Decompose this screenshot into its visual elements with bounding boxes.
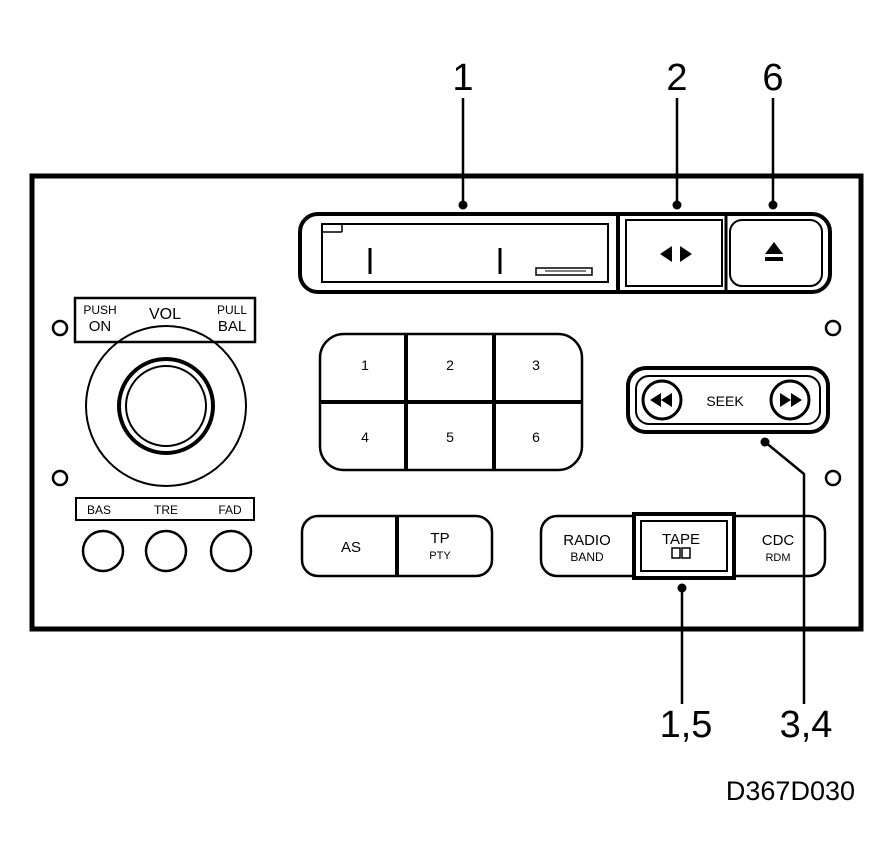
as-button[interactable]: AS xyxy=(304,518,395,574)
treble-knob[interactable] xyxy=(144,529,188,573)
rdm-label: RDM xyxy=(765,552,790,564)
callout-dot xyxy=(768,200,778,210)
preset-label: 4 xyxy=(361,429,369,445)
tre-label: TRE xyxy=(154,503,178,517)
preset-label: 5 xyxy=(446,429,454,445)
seek-back-button[interactable] xyxy=(641,379,683,421)
seek-control: SEEK xyxy=(626,366,830,434)
seek-label: SEEK xyxy=(706,393,744,409)
preset-button-4[interactable]: 4 xyxy=(322,404,404,468)
fast-forward-icon xyxy=(780,393,802,407)
tone-label-box xyxy=(75,497,255,521)
push-label: PUSH xyxy=(83,303,116,317)
direction-button[interactable] xyxy=(625,219,723,287)
dolby-icon xyxy=(671,547,691,559)
preset-button-1[interactable]: 1 xyxy=(322,336,404,400)
cdc-button[interactable]: CDC RDM xyxy=(736,518,823,574)
preset-button-2[interactable]: 2 xyxy=(408,336,492,400)
rewind-icon xyxy=(650,393,672,407)
preset-label: 6 xyxy=(532,429,540,445)
callout-1: 1 xyxy=(452,57,473,99)
figure-code: D367D030 xyxy=(726,776,855,806)
pull-label: PULL xyxy=(217,303,247,317)
preset-button-6[interactable]: 6 xyxy=(496,404,580,468)
preset-button-3[interactable]: 3 xyxy=(496,336,580,400)
tape-label: TAPE xyxy=(662,531,700,548)
on-label: ON xyxy=(89,318,112,335)
eject-icon xyxy=(765,242,783,261)
direction-arrows-icon xyxy=(660,246,692,262)
tape-button[interactable]: TAPE xyxy=(632,512,736,580)
eject-button[interactable] xyxy=(729,219,823,287)
callout-1-5: 1,5 xyxy=(660,704,713,746)
faceplate xyxy=(29,173,864,632)
screw-icon xyxy=(51,319,69,337)
seek-forward-button[interactable] xyxy=(769,379,811,421)
source-group: RADIO BAND TAPE CDC RDM xyxy=(539,512,827,580)
radio-button[interactable]: RADIO BAND xyxy=(543,518,632,574)
cassette-unit xyxy=(298,212,832,294)
bas-label: BAS xyxy=(87,503,111,517)
as-tp-group: AS TP PTY xyxy=(300,514,494,578)
preset-button-5[interactable]: 5 xyxy=(408,404,492,468)
radio-label: RADIO xyxy=(563,532,611,549)
volume-label-box xyxy=(73,296,257,344)
cdc-label: CDC xyxy=(762,532,795,549)
tp-button[interactable]: TP PTY xyxy=(399,518,490,574)
bass-knob[interactable] xyxy=(81,529,125,573)
pty-label: PTY xyxy=(429,550,451,562)
callout-6: 6 xyxy=(762,57,783,99)
volume-knob[interactable] xyxy=(117,357,215,455)
vol-label: VOL xyxy=(149,306,181,323)
as-label: AS xyxy=(341,539,361,556)
volume-ring xyxy=(85,325,247,487)
bal-label: BAL xyxy=(218,318,246,335)
preset-label: 2 xyxy=(446,357,454,373)
fader-knob[interactable] xyxy=(209,529,253,573)
screw-icon xyxy=(51,469,69,487)
callout-dot xyxy=(672,200,682,210)
callout-3-4: 3,4 xyxy=(780,704,833,746)
preset-panel: 1 2 3 4 5 6 xyxy=(318,332,584,472)
cassette-slot[interactable] xyxy=(321,223,609,283)
screw-icon xyxy=(824,319,842,337)
fad-label: FAD xyxy=(218,503,242,517)
band-label: BAND xyxy=(570,550,604,564)
tone-section: BAS TRE FAD xyxy=(75,497,255,573)
screw-icon xyxy=(824,469,842,487)
volume-section: PUSH ON VOL PULL BAL xyxy=(73,296,257,487)
tp-label: TP xyxy=(430,530,449,547)
callout-dot xyxy=(458,200,468,210)
callout-2: 2 xyxy=(666,57,687,99)
preset-label: 1 xyxy=(361,357,369,373)
preset-label: 3 xyxy=(532,357,540,373)
